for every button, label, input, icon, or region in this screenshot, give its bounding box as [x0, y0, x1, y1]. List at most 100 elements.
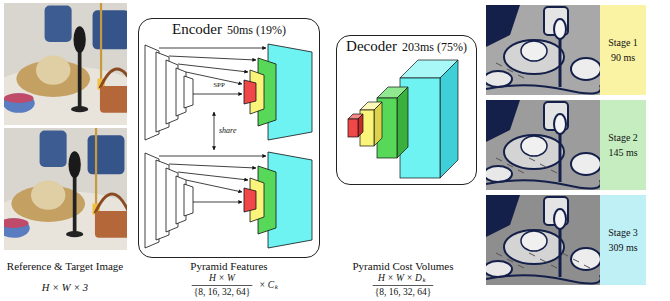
- timing-note: 90 ms: [611, 52, 635, 64]
- lateral-arrow: [159, 156, 266, 157]
- texture-line: [551, 265, 557, 268]
- volume-side: [397, 87, 408, 158]
- texture-line: [496, 253, 502, 256]
- mask: [73, 26, 85, 53]
- timing-note: 203ms (75%): [402, 41, 467, 55]
- hat-edge: [504, 135, 564, 169]
- backbone-layer: [184, 184, 193, 216]
- mask-edge: [554, 209, 566, 229]
- timing-note: 309 ms: [608, 242, 637, 254]
- lateral-arrow: [178, 64, 248, 72]
- pole: [95, 128, 97, 216]
- chair-back: [45, 5, 72, 42]
- volume-side: [440, 60, 458, 178]
- node-title: Stage 2: [608, 132, 638, 144]
- hat-edge: [504, 40, 564, 74]
- texture-line: [529, 253, 535, 256]
- chair-back: [40, 130, 67, 167]
- volume-front: [348, 119, 358, 137]
- timing-note: 50ms (19%): [227, 24, 286, 38]
- lateral-arrow: [169, 164, 256, 168]
- dimension: × C: [259, 280, 274, 290]
- pole: [100, 3, 102, 91]
- dark-region: [486, 100, 520, 142]
- disparity-map: [486, 195, 600, 285]
- texture-line: [540, 164, 546, 167]
- floor-edge: [486, 275, 600, 284]
- lateral-arrow: [186, 180, 242, 192]
- dark-region: [486, 195, 520, 237]
- hat-crown-edge: [521, 136, 547, 156]
- chair-back: [88, 135, 125, 174]
- small-basket: [4, 93, 35, 113]
- basket-edge: [571, 248, 600, 270]
- feature-map: [244, 80, 256, 104]
- floor-edge: [486, 85, 600, 94]
- subscript: k: [275, 284, 278, 292]
- hat-edge: [504, 230, 564, 264]
- node-title: Stage 3: [608, 227, 638, 239]
- subscript: k: [422, 277, 425, 285]
- texture-line: [540, 259, 546, 262]
- stereo-photo: [4, 3, 127, 125]
- stage-panel: Stage 3 309 ms: [600, 195, 646, 285]
- share-arrow: [214, 112, 215, 150]
- module-label: SPP: [213, 82, 225, 90]
- encoder-box: Encoder 50ms (19%): [138, 18, 320, 258]
- chair-back: [93, 10, 127, 49]
- disparity-map: [486, 5, 600, 95]
- mask-base: [71, 106, 88, 112]
- small-basket-rim: [4, 218, 29, 228]
- small-basket-edge: [486, 71, 512, 87]
- texture-line: [507, 259, 513, 262]
- feature-map: [244, 188, 256, 212]
- basket: [95, 211, 127, 238]
- stage-caption: Pyramid Cost Volumes: [352, 260, 453, 272]
- fraction-bar: [192, 285, 253, 286]
- mask-edge: [554, 114, 566, 134]
- texture-line: [562, 253, 568, 256]
- fraction-bar: [373, 285, 434, 286]
- lateral-arrow: [193, 202, 242, 203]
- texture-line: [529, 158, 535, 161]
- node-title: Encoder: [172, 21, 222, 38]
- hat-crown-edge: [521, 41, 547, 61]
- dark-region: [486, 5, 520, 47]
- texture-line: [496, 158, 502, 161]
- texture-line: [573, 259, 579, 262]
- texture-line: [518, 170, 524, 173]
- mask: [68, 151, 80, 178]
- basket-edge: [571, 58, 600, 80]
- texture-line: [507, 164, 513, 167]
- texture-line: [518, 75, 524, 78]
- mask-base: [66, 231, 83, 237]
- texture-line: [551, 170, 557, 173]
- basket-handle: [95, 194, 127, 214]
- decoder-box: Decoder203ms (75%): [336, 35, 477, 185]
- image-caption: Reference & Target Image: [7, 260, 123, 272]
- dimension: {8, 16, 32, 64}: [194, 287, 251, 297]
- dimension: {8, 16, 32, 64}: [375, 287, 432, 297]
- lateral-arrow: [159, 48, 266, 49]
- small-basket: [4, 218, 30, 238]
- disparity-map: [486, 100, 600, 190]
- share-label: share: [219, 127, 236, 136]
- dimension: H × W × D: [378, 273, 422, 283]
- texture-line: [496, 63, 502, 66]
- lateral-arrow: [169, 56, 256, 60]
- stage-panel: Stage 2145 ms: [600, 100, 646, 190]
- mask-edge: [554, 19, 566, 39]
- texture-line: [507, 69, 513, 72]
- stage-caption: Pyramid Features: [190, 260, 267, 272]
- floor-edge: [486, 180, 600, 189]
- lateral-arrow: [193, 94, 242, 95]
- small-basket-rim: [4, 93, 34, 103]
- volume-side: [374, 102, 382, 146]
- hat-crown: [36, 55, 70, 84]
- basket-edge: [571, 153, 600, 175]
- basket: [100, 86, 127, 113]
- lateral-arrow: [178, 172, 248, 180]
- small-basket-edge: [486, 166, 512, 182]
